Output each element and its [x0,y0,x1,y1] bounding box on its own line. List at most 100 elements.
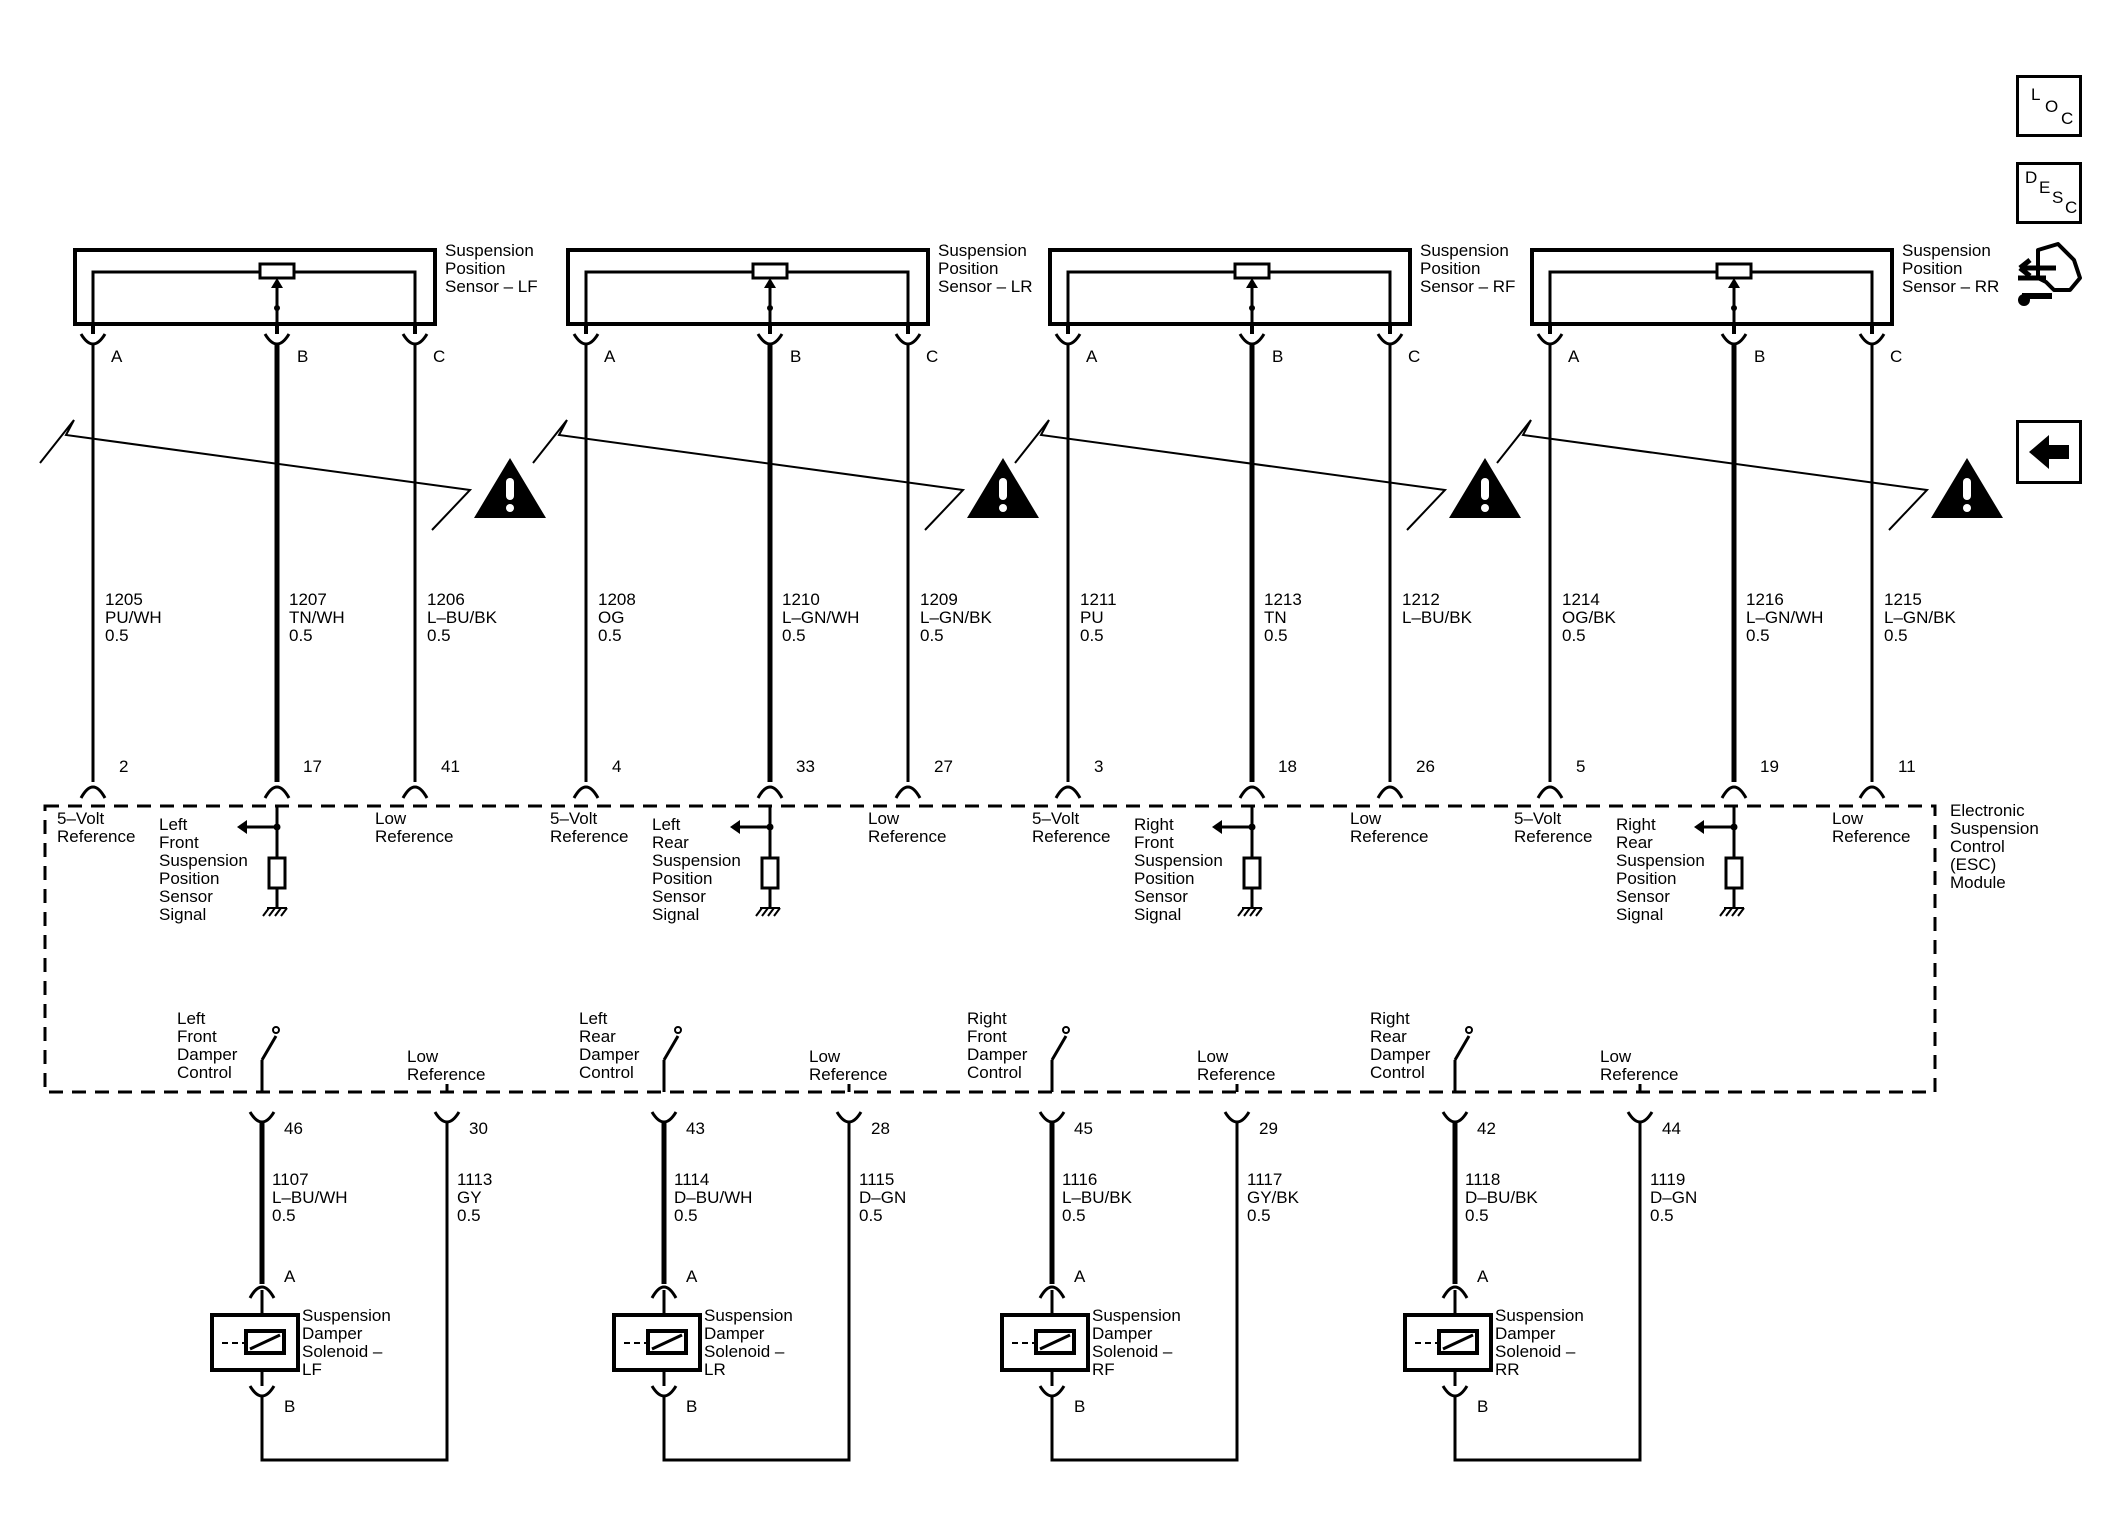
solenoid-coil-slash [1039,1333,1071,1351]
damper-control-label: Right [967,1009,1007,1028]
desc-letter: C [2065,198,2078,217]
wire-circuit-number: 1208 [598,590,636,609]
sensor-internal-track [1548,270,1874,324]
solenoid-pin-letter: A [1477,1267,1489,1286]
sensor-name-line: Suspension [1420,241,1509,260]
pullup-resistor [1242,856,1262,890]
solenoid-name-line: RR [1495,1360,1520,1379]
wire-circuit-number: 1210 [782,590,820,609]
wire-color: L–GN/BK [920,608,992,627]
sensor-name-line: Suspension [445,241,534,260]
sensor-housing [73,248,437,326]
solenoid-connector [1441,1285,1469,1299]
reference-label: Reference [550,827,628,846]
switch-icon [1050,1035,1068,1061]
wire-size: 0.5 [1465,1206,1489,1225]
reference-label: 5–Volt [550,809,598,828]
switch-contact [674,1026,682,1034]
twisted-pair-break [532,419,966,531]
loc-letter: C [2061,109,2074,128]
desc-button[interactable]: D E S C [2016,162,2082,224]
wiper-dot [767,305,773,311]
back-button[interactable] [2016,420,2082,484]
return-wire [662,1122,851,1462]
wire-color: OG [598,608,624,627]
signal-arrow [1694,820,1704,834]
reference-label: Reference [1032,827,1110,846]
damper-control-label: Rear [1370,1027,1407,1046]
return-wire [260,1122,449,1462]
signal-label: Position [1134,869,1194,888]
signal-label: Position [1616,869,1676,888]
signal-arrow [1212,820,1222,834]
back-arrow-icon [2029,435,2069,469]
module-pin-number: 44 [1662,1119,1681,1138]
sensor-housing [1048,248,1412,326]
module-pin-number: 5 [1576,757,1585,776]
ground-icon [1237,907,1263,917]
wire-circuit-number: 1113 [457,1170,492,1189]
module-pin-number: 4 [612,757,621,776]
solenoid-coil-slash [1442,1333,1474,1351]
wire-color: OG/BK [1562,608,1617,627]
wire-color: D–BU/BK [1465,1188,1538,1207]
signal-label: Position [652,869,712,888]
ground-icon [1719,907,1745,917]
solenoid-connector [1038,1285,1066,1299]
wire-size: 0.5 [289,626,313,645]
sensor-name-line: Position [1420,259,1480,278]
wire-size: 0.5 [1746,626,1770,645]
wire-size: 0.5 [920,626,944,645]
solenoid-pin-letter: A [1074,1267,1086,1286]
caution-dot [506,504,514,512]
twisted-pair-break [1014,419,1448,531]
damper-control-label: Left [579,1009,608,1028]
module-name-line: (ESC) [1950,855,1996,874]
solenoid-housing [1403,1313,1493,1372]
solenoid-name-line: RF [1092,1360,1115,1379]
connector-pointer-button[interactable] [2016,238,2084,312]
wire-circuit-number: 1206 [427,590,465,609]
damper-control-label: Front [177,1027,217,1046]
module-output-connector [248,1111,276,1124]
sensor-pin-letter: C [433,347,445,366]
sensor-pin-letter: A [1086,347,1098,366]
wire-size: 0.5 [674,1206,698,1225]
wire-size: 0.5 [1062,1206,1086,1225]
module-pin-number: 26 [1416,757,1435,776]
wire-color: D–GN [1650,1188,1697,1207]
wire-color: L–GN/WH [782,608,859,627]
damper-control-label: Right [1370,1009,1410,1028]
module-pin-connector [79,785,107,799]
sensor-connector [1536,333,1564,346]
module-pin-number: 29 [1259,1119,1278,1138]
module-pin-connector [572,785,600,799]
sensor-connector [401,333,429,346]
wiper-arrow [271,278,283,288]
module-pin-connector [263,785,291,799]
signal-label: Front [1134,833,1174,852]
damper-control-label: Rear [579,1027,616,1046]
loc-button[interactable]: L O C [2016,75,2082,137]
damper-control-label: Control [1370,1063,1425,1082]
wire-color: L–GN/WH [1746,608,1823,627]
signal-label: Signal [652,905,699,924]
module-name-line: Suspension [1950,819,2039,838]
wire-circuit-number: 1115 [859,1170,894,1189]
desc-letter: E [2039,178,2051,197]
wiper-arrow [1246,278,1258,288]
module-pin-connector [1720,785,1748,799]
wire-color: GY/BK [1247,1188,1300,1207]
reference-label: Reference [1514,827,1592,846]
module-output-connector [1038,1111,1066,1124]
module-output-connector [1441,1111,1469,1124]
sensor-name-line: Position [938,259,998,278]
damper-group: RightFrontDamperControlLowReference45111… [967,1009,1300,1462]
potentiometer [1233,262,1271,280]
potentiometer [258,262,296,280]
signal-label: Right [1134,815,1174,834]
module-pin-number: 2 [119,757,128,776]
wire-circuit-number: 1211 [1080,590,1117,609]
